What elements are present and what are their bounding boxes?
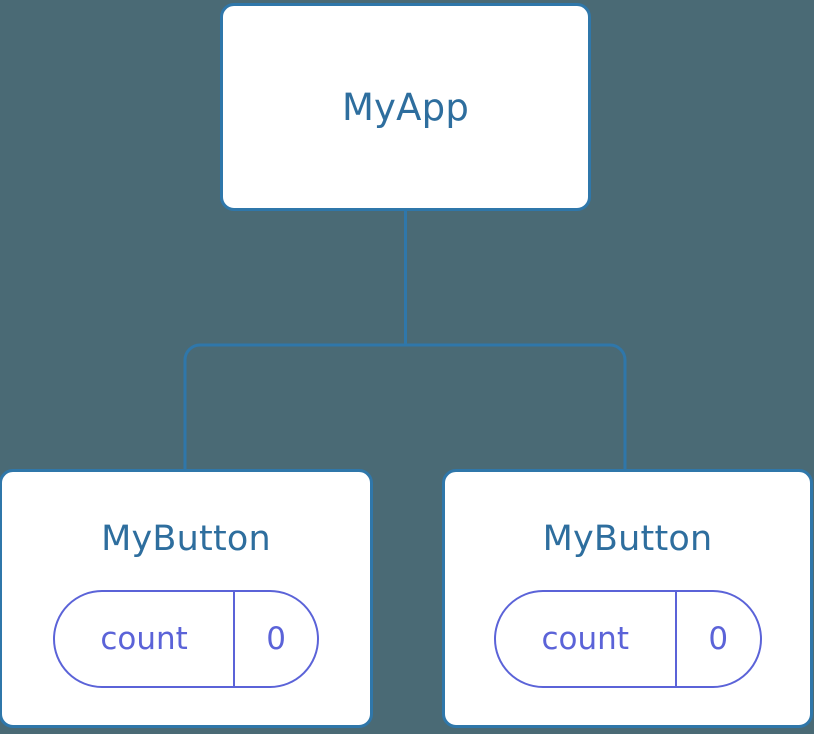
node-title: MyApp — [341, 85, 470, 129]
node-mybutton-1[interactable]: MyButton count 0 — [0, 469, 373, 728]
state-value: 0 — [266, 621, 286, 657]
node-mybutton-2[interactable]: MyButton count 0 — [442, 469, 813, 728]
state-pill[interactable]: count 0 — [53, 590, 319, 688]
edge-root-to-child-left — [183, 343, 406, 471]
state-key: count — [55, 592, 236, 686]
state-key: count — [496, 592, 678, 686]
node-title: MyButton — [101, 519, 271, 559]
state-pill[interactable]: count 0 — [493, 590, 762, 688]
node-title: MyButton — [542, 519, 713, 559]
state-value: 0 — [708, 621, 729, 657]
edge-root-to-child-right — [405, 343, 627, 471]
node-myapp[interactable]: MyApp — [220, 3, 591, 211]
